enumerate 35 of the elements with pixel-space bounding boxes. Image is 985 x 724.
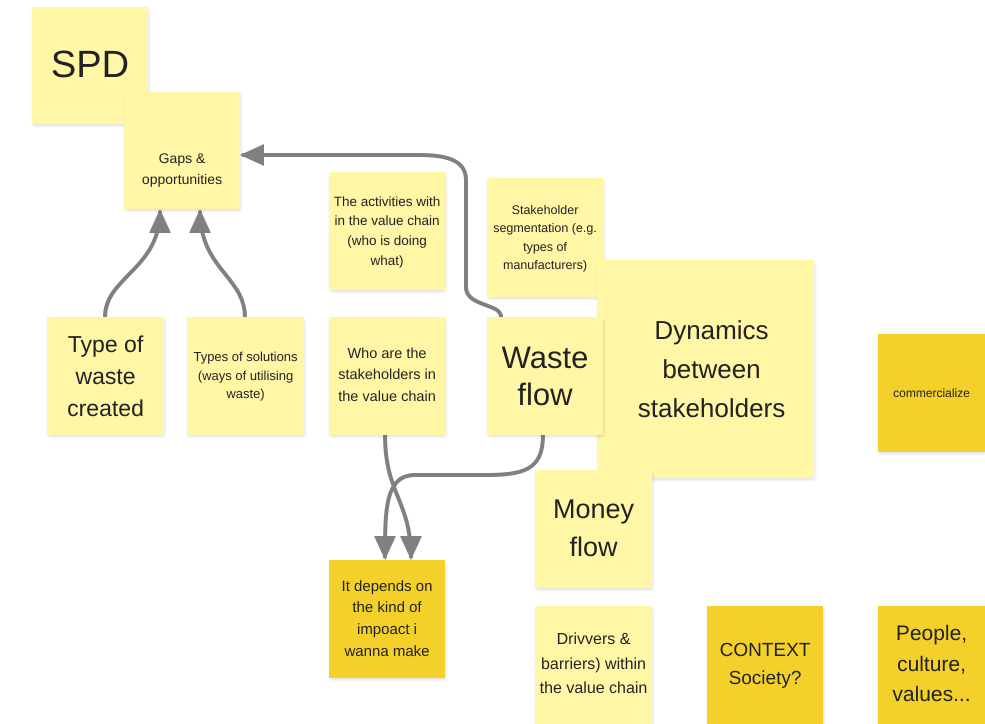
note-text: Type of waste created bbox=[66, 330, 145, 424]
sticky-note bbox=[597, 260, 814, 478]
note-text: Stakeholder segmentation (e.g. types of manufacturers) bbox=[492, 202, 598, 274]
sticky-note bbox=[535, 606, 652, 724]
note-text: SPD bbox=[50, 42, 130, 88]
sticky-note bbox=[47, 317, 164, 435]
note-text: Dynamics between stakeholders bbox=[636, 314, 786, 424]
note-text: CONTEXT Society? bbox=[718, 638, 812, 691]
sticky-note bbox=[487, 317, 603, 435]
note-text: Who are the stakeholders in the value chain bbox=[337, 345, 437, 406]
note-text: People, culture, values... bbox=[891, 621, 972, 708]
sticky-note bbox=[535, 470, 652, 588]
sticky-note bbox=[878, 606, 985, 724]
sticky-note bbox=[487, 178, 603, 297]
sticky-note bbox=[32, 7, 148, 124]
sticky-note bbox=[329, 317, 445, 435]
sticky-note bbox=[878, 334, 985, 452]
note-text: commercialize bbox=[893, 384, 970, 402]
curved-arrow bbox=[374, 434, 545, 560]
note-text: Types of solutions (ways of utilising waste) bbox=[192, 348, 299, 404]
sticky-note bbox=[187, 317, 304, 435]
sticky-note bbox=[329, 172, 445, 290]
curved-arrow bbox=[240, 144, 503, 318]
note-text: Money flow bbox=[552, 493, 636, 564]
curved-arrow bbox=[190, 209, 247, 318]
note-text: Waste flow bbox=[500, 338, 590, 414]
note-text: Gaps & opportunities bbox=[140, 149, 224, 189]
note-text: The activities with in the value chain (who is doing what) bbox=[333, 192, 441, 270]
curved-arrow bbox=[103, 209, 170, 318]
note-text: Drivvers & barriers) within the value chain bbox=[539, 630, 648, 700]
sticky-note bbox=[124, 92, 240, 209]
curved-arrow bbox=[383, 434, 422, 560]
sticky-note bbox=[707, 606, 823, 724]
note-text: It depends on the kind of impoact i wanna make bbox=[340, 576, 434, 662]
sticky-note bbox=[329, 560, 445, 678]
